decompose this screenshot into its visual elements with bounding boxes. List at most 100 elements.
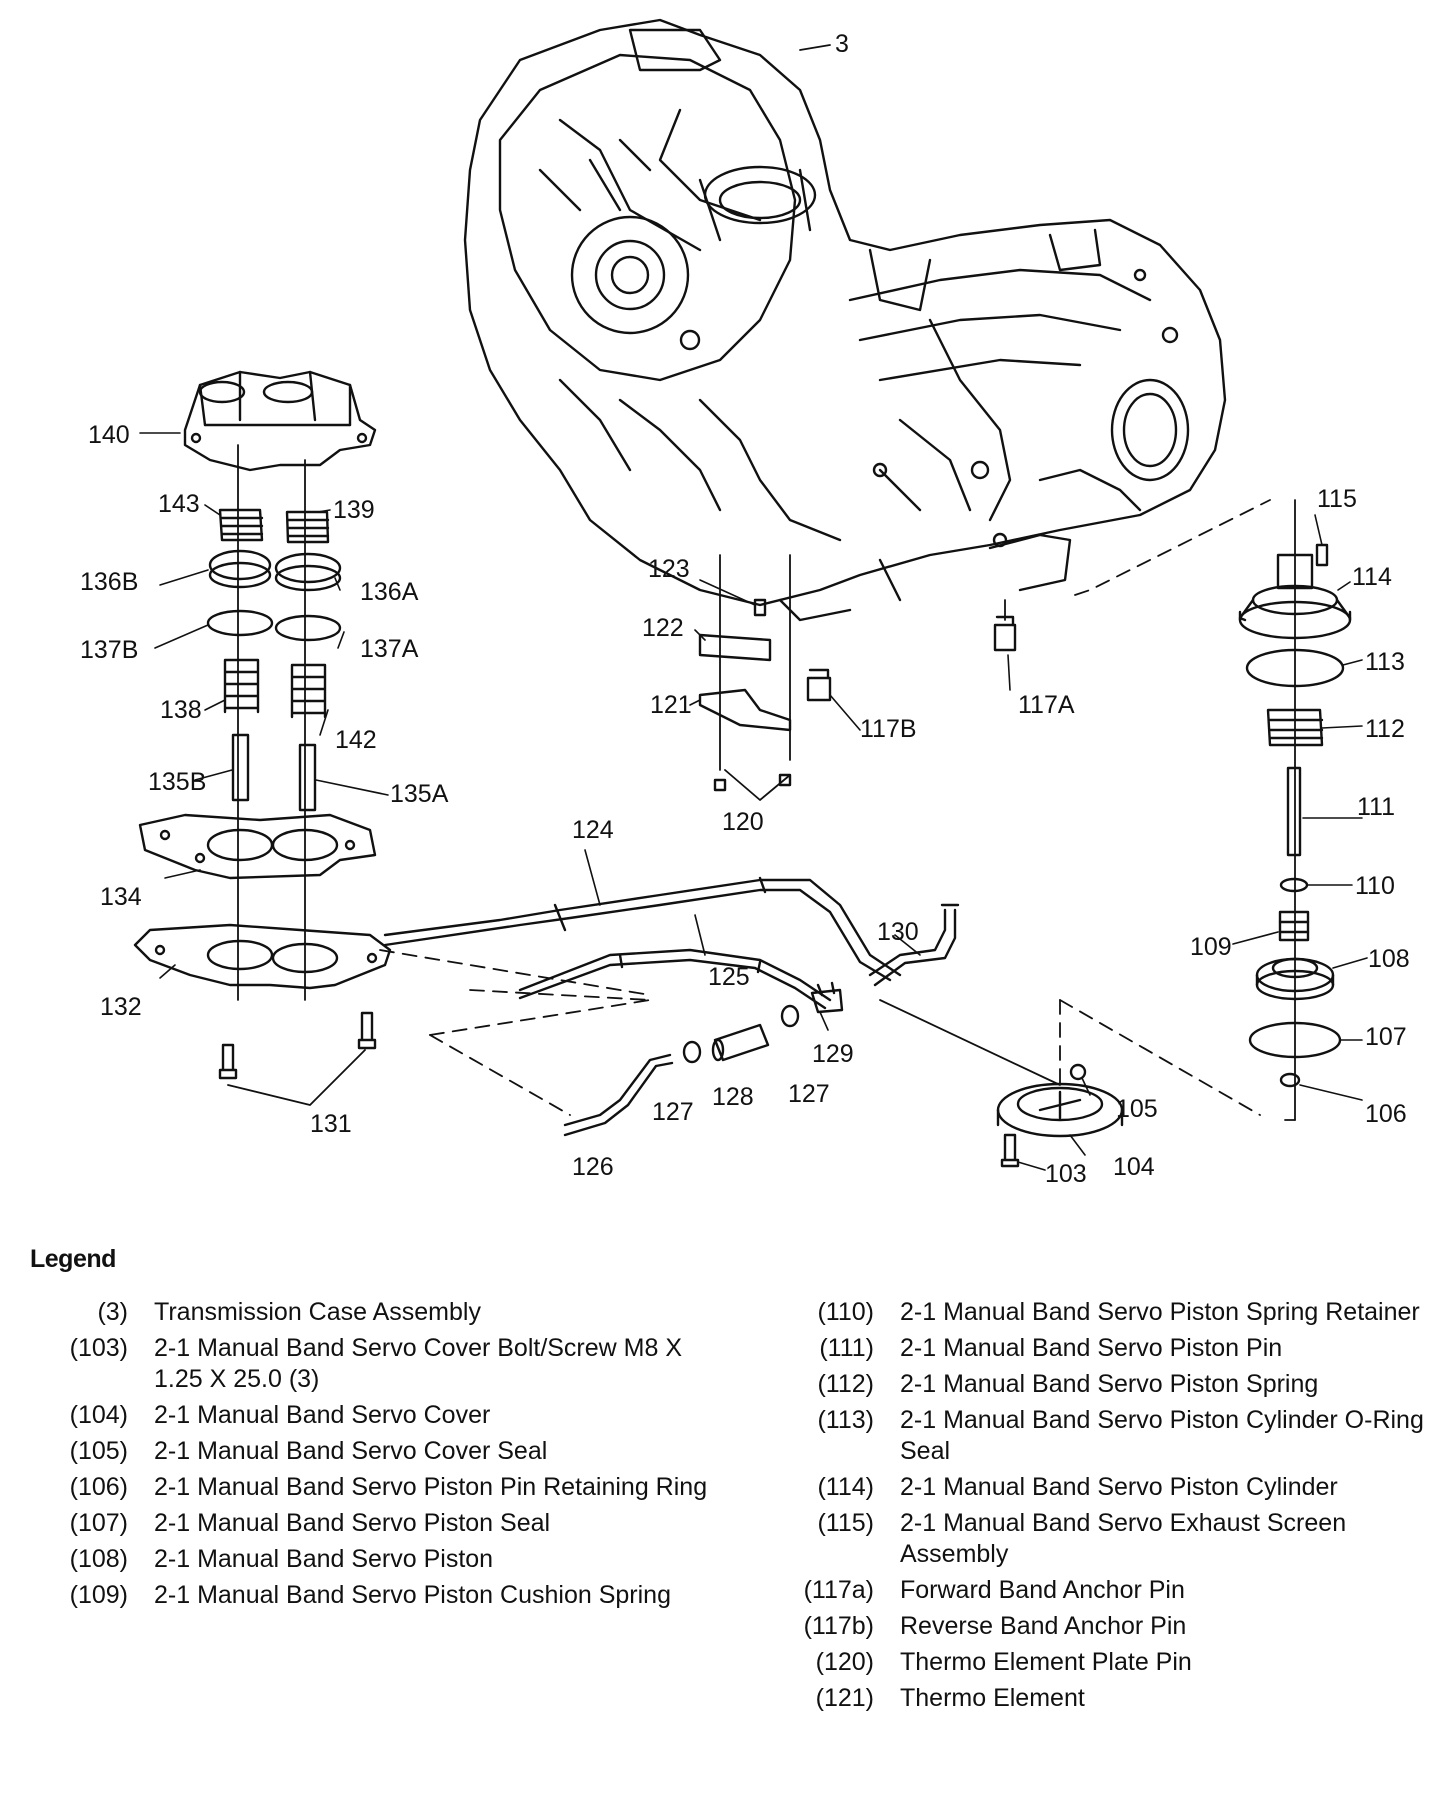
servo-cylinder-114: [1238, 543, 1352, 640]
legend-entry-number: (117a): [803, 1576, 874, 1604]
label-110: 110: [1355, 872, 1395, 900]
legend-entry-description: Thermo Element Plate Pin: [900, 1648, 1192, 1676]
legend-entry-number: (110): [817, 1298, 874, 1326]
legend-entry-description: 2-1 Manual Band Servo Piston Cylinder O-…: [900, 1406, 1424, 1465]
label-121: 121: [650, 691, 692, 719]
legend-column-left: (3) Transmission Case Assembly (103) 2-1 M…: [28, 1297, 718, 1616]
legend-entry-number: (107): [69, 1509, 128, 1537]
label-115: 115: [1317, 485, 1357, 513]
legend-entry-description: 2-1 Manual Band Servo Cover Seal: [154, 1437, 548, 1465]
label-132: 132: [100, 993, 142, 1021]
exploded-view-diagram: 3 140 143 139 136B 136A 137B 137A 138 14…: [80, 18, 1410, 1188]
fittings-127-128-129: [682, 981, 844, 1064]
legend-entry-number: (115): [817, 1509, 874, 1537]
label-140: 140: [88, 421, 130, 449]
label-142: 142: [335, 726, 377, 754]
label-3: 3: [835, 30, 849, 58]
piston-108: [1255, 957, 1335, 1001]
legend-entry-description: Transmission Case Assembly: [154, 1298, 481, 1326]
label-134: 134: [100, 883, 142, 911]
legend-entry: (105) 2-1 Manual Band Servo Cover Seal: [28, 1436, 718, 1467]
label-112: 112: [1365, 715, 1405, 743]
label-leaders: [139, 432, 1368, 1171]
plate-132: [133, 923, 392, 990]
legend-entry-description: 2-1 Manual Band Servo Cover Bolt/Screw M…: [154, 1334, 683, 1393]
legend-entry-description: 2-1 Manual Band Servo Piston: [154, 1545, 494, 1573]
legend-entry-number: (111): [819, 1334, 874, 1362]
spring-109: [1278, 910, 1310, 942]
legend-entry: (115)2-1 Manual Band Servo Exhaust Scree…: [778, 1508, 1438, 1570]
legend-entry: (111) 2-1 Manual Band Servo Piston Pin: [778, 1333, 1438, 1364]
legend-entry-number: (117b): [803, 1612, 874, 1640]
legend-entry-number: (113): [817, 1406, 874, 1434]
legend-entry-description: 2-1 Manual Band Servo Piston Pin Retaini…: [154, 1473, 708, 1501]
legend-entry-number: (120): [815, 1648, 874, 1676]
label-136b: 136B: [80, 568, 138, 596]
legend-entry: (113) 2-1 Manual Band Servo Piston Cylind…: [778, 1405, 1438, 1467]
diagram-drawing: 3 140 143 139 136B 136A 137B 137A 138 14…: [80, 18, 1410, 1188]
label-111: 111: [1357, 793, 1395, 821]
label-107: 107: [1365, 1023, 1407, 1051]
gasket-134: [138, 813, 377, 880]
springs-143-139: [218, 508, 330, 544]
legend: Legend (3)Transmission Case Assembly (10…: [28, 1245, 1438, 1785]
legend-entry: (107) 2-1 Manual Band Servo Piston Seal: [28, 1508, 718, 1539]
servo-cover-140: [183, 370, 377, 472]
pistons-136: [208, 549, 342, 592]
legend-entry: (117a) Forward Band Anchor Pin: [778, 1575, 1438, 1606]
legend-entry-description: 2-1 Manual Band Servo Piston Pin: [900, 1334, 1283, 1362]
legend-entry: (112)2-1 Manual Band Servo Piston Spring: [778, 1369, 1438, 1400]
legend-entry-number: (103): [69, 1334, 128, 1362]
legend-entry: (103) 2-1 Manual Band Servo Cover Bolt/Sc…: [28, 1333, 718, 1395]
legend-entry-description: 2-1 Manual Band Servo Cover: [154, 1401, 491, 1429]
legend-entry-description: Thermo Element: [900, 1684, 1085, 1712]
label-117a: 117A: [1018, 691, 1075, 719]
springs-138-142: [223, 658, 327, 719]
label-138: 138: [160, 696, 202, 724]
legend-entry-number: (104): [69, 1401, 128, 1429]
legend-entry: (117b) Reverse Band Anchor Pin: [778, 1611, 1438, 1642]
label-117b: 117B: [860, 715, 917, 743]
oil-tubes: [383, 876, 960, 1137]
label-127-right: 127: [788, 1080, 830, 1108]
part-number-labels: 3 140 143 139 136B 136A 137B 137A 138 14…: [80, 30, 1410, 1188]
legend-entry-description: 2-1 Manual Band Servo Piston Cylinder: [900, 1473, 1338, 1501]
legend-entry-number: (112): [817, 1370, 874, 1398]
label-104: 104: [1113, 1153, 1155, 1181]
label-114: 114: [1352, 563, 1392, 591]
legend-entry-description: Reverse Band Anchor Pin: [900, 1612, 1187, 1640]
legend-entry: (109)2-1 Manual Band Servo Piston Cushio…: [28, 1580, 718, 1611]
legend-entry-number: (114): [817, 1473, 874, 1501]
legend-entry: (106)2-1 Manual Band Servo Piston Pin Re…: [28, 1472, 718, 1503]
label-131: 131: [310, 1110, 352, 1138]
label-137a: 137A: [360, 635, 419, 663]
label-135a: 135A: [390, 780, 449, 808]
legend-entry: (108)2-1 Manual Band Servo Piston: [28, 1544, 718, 1575]
legend-entry-description: 2-1 Manual Band Servo Piston Spring Reta…: [900, 1298, 1420, 1326]
label-143: 143: [158, 490, 200, 518]
spring-112: [1266, 708, 1324, 747]
label-106: 106: [1365, 1100, 1407, 1128]
label-120: 120: [722, 808, 764, 836]
legend-entry: (120) Thermo Element Plate Pin: [778, 1647, 1438, 1678]
legend-entry: (104) 2-1 Manual Band Servo Cover: [28, 1400, 718, 1431]
ring-106: [1279, 1072, 1301, 1088]
thermo-element-parts: [698, 598, 1017, 792]
label-136a: 136A: [360, 578, 419, 606]
retainer-110: [1279, 877, 1309, 893]
seals-137: [206, 609, 342, 642]
legend-entry-number: (105): [69, 1437, 128, 1465]
legend-entry: (121) Thermo Element: [778, 1683, 1438, 1714]
label-135b: 135B: [148, 768, 206, 796]
legend-entry-number: (121): [815, 1684, 874, 1712]
legend-entry-number: (3): [97, 1298, 128, 1326]
label-126: 126: [572, 1153, 614, 1181]
legend-entry-description: 2-1 Manual Band Servo Piston Cushion Spr…: [154, 1581, 671, 1609]
legend-entry: (114) 2-1 Manual Band Servo Piston Cylind…: [778, 1472, 1438, 1503]
pins-135: [231, 733, 317, 812]
legend-entry-description: 2-1 Manual Band Servo Piston Seal: [154, 1509, 551, 1537]
label-109: 109: [1190, 933, 1232, 961]
label-113: 113: [1365, 648, 1405, 676]
label-108: 108: [1368, 945, 1410, 973]
legend-entry-description: Forward Band Anchor Pin: [900, 1576, 1185, 1604]
